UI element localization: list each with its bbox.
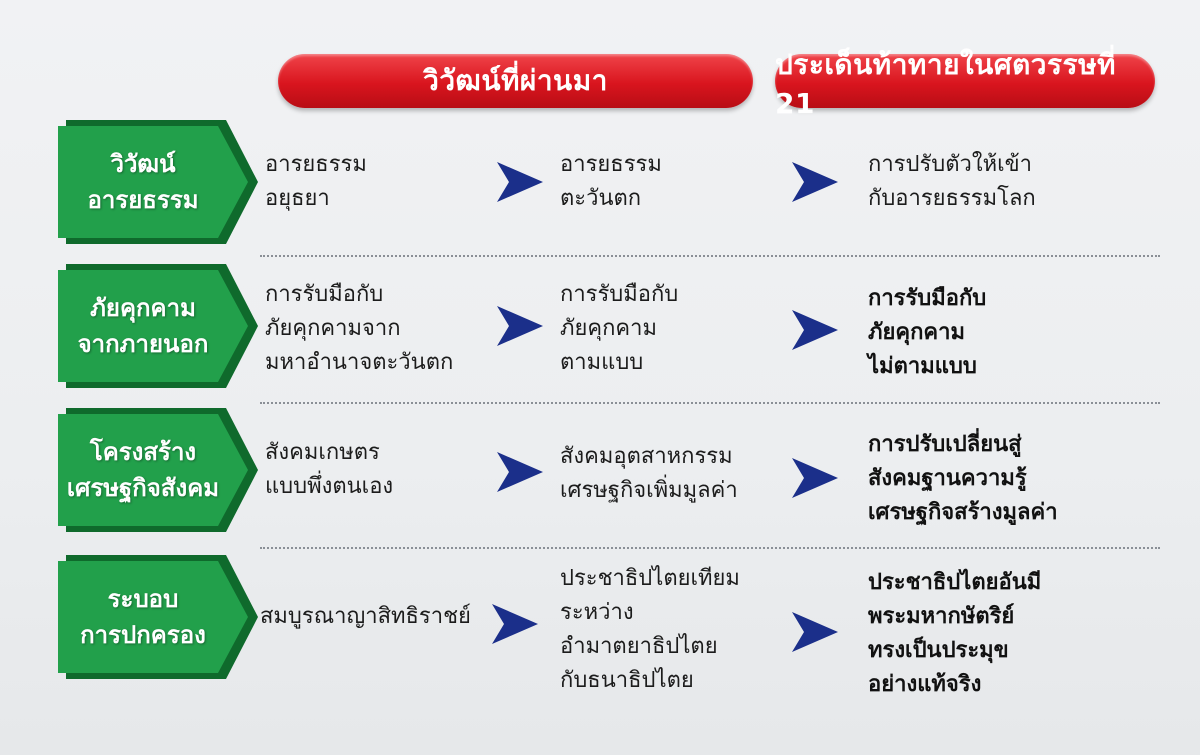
cell-line: กับธนาธิปไตย [560, 668, 694, 693]
green-arrow-tag-shape [58, 555, 258, 679]
cell-line: ภัยคุกคาม [560, 316, 658, 341]
cell-line: เศรษฐกิจสร้างมูลค่า [868, 500, 1058, 525]
header-challenge: ประเด็นท้าทายในศตวรรษที่ 21 [775, 48, 1155, 120]
row-label-line: จากภายนอก [77, 330, 209, 358]
row-label-line: ระบอบ [107, 585, 179, 613]
cell-line: แบบพึ่งตนเอง [265, 474, 394, 499]
row-divider [260, 402, 1160, 404]
arrow-right-icon [492, 604, 538, 644]
green-arrow-tag-shape [58, 264, 258, 388]
row-label-line: โครงสร้าง [89, 438, 197, 466]
cell-line: อย่างแท้จริง [868, 672, 982, 697]
cell-middle: อารยธรรม ตะวันตก [560, 148, 662, 216]
arrow-right-icon [497, 452, 543, 492]
cell-challenge: การปรับเปลี่ยนสู่ สังคมฐานความรู้ เศรษฐก… [868, 428, 1058, 530]
cell-line: การปรับตัวให้เข้า [868, 152, 1033, 177]
row-label-line: ภัยคุกคาม [90, 294, 196, 322]
cell-challenge: ประชาธิปไตยอันมี พระมหากษัตริย์ ทรงเป็นป… [868, 566, 1041, 702]
cell-line: สังคมอุตสาหกรรม [560, 444, 733, 469]
cell-line: ประชาธิปไตยเทียม [560, 566, 740, 591]
cell-line: เศรษฐกิจเพิ่มมูลค่า [560, 478, 738, 503]
row-label-civilization: วิวัฒน์ อารยธรรม [58, 120, 258, 244]
cell-line: อำมาตยาธิปไตย [560, 634, 718, 659]
cell-line: อยุธยา [265, 186, 330, 211]
cell-middle: สังคมอุตสาหกรรม เศรษฐกิจเพิ่มมูลค่า [560, 440, 738, 508]
cell-line: กับอารยธรรมโลก [868, 186, 1036, 211]
cell-line: ภัยคุกคามจาก [265, 316, 401, 341]
arrow-right-icon [792, 310, 838, 350]
cell-line: สมบูรณาญาสิทธิราชย์ [260, 604, 471, 629]
cell-line: ไม่ตามแบบ [868, 354, 977, 379]
cell-line: การปรับเปลี่ยนสู่ [868, 432, 1022, 457]
cell-line: สังคมเกษตร [265, 440, 380, 465]
cell-line: ตะวันตก [560, 186, 642, 211]
cell-line: ระหว่าง [560, 600, 634, 625]
cell-past: การรับมือกับ ภัยคุกคามจาก มหาอำนาจตะวันต… [265, 278, 453, 380]
cell-past: สังคมเกษตร แบบพึ่งตนเอง [265, 436, 393, 504]
cell-challenge: การปรับตัวให้เข้า กับอารยธรรมโลก [868, 148, 1036, 216]
row-divider [260, 255, 1160, 257]
cell-challenge: การรับมือกับ ภัยคุกคาม ไม่ตามแบบ [868, 282, 986, 384]
cell-line: การรับมือกับ [265, 282, 384, 307]
cell-line: มหาอำนาจตะวันตก [265, 350, 454, 375]
cell-middle: การรับมือกับ ภัยคุกคาม ตามแบบ [560, 278, 678, 380]
row-label-socioeconomic: โครงสร้าง เศรษฐกิจสังคม [58, 408, 258, 532]
cell-line: การรับมือกับ [868, 286, 987, 311]
cell-line: ตามแบบ [560, 350, 644, 375]
row-label-line: วิวัฒน์ [110, 150, 176, 178]
header-challenge-label: ประเด็นท้าทายในศตวรรษที่ 21 [775, 47, 1116, 120]
arrow-right-icon [792, 458, 838, 498]
row-label-line: อารยธรรม [87, 186, 199, 214]
header-evolution-label: วิวัฒน์ที่ผ่านมา [423, 64, 608, 97]
row-label-external-threat: ภัยคุกคาม จากภายนอก [58, 264, 258, 388]
arrow-right-icon [792, 162, 838, 202]
row-divider [260, 547, 1160, 549]
row-label-line: การปกครอง [80, 621, 206, 649]
arrow-right-icon [497, 306, 543, 346]
header-evolution: วิวัฒน์ที่ผ่านมา [278, 54, 753, 108]
cell-line: ประชาธิปไตยอันมี [868, 570, 1042, 595]
arrow-right-icon [792, 612, 838, 652]
green-arrow-tag-shape [58, 408, 258, 532]
cell-past: อารยธรรม อยุธยา [265, 148, 367, 216]
green-arrow-tag-shape [58, 120, 258, 244]
cell-line: ภัยคุกคาม [868, 320, 966, 345]
cell-line: อารยธรรม [265, 152, 367, 177]
cell-past: สมบูรณาญาสิทธิราชย์ [260, 600, 471, 634]
cell-middle: ประชาธิปไตยเทียม ระหว่าง อำมาตยาธิปไตย ก… [560, 562, 740, 698]
cell-line: สังคมฐานความรู้ [868, 466, 1027, 491]
row-label-government: ระบอบ การปกครอง [58, 555, 258, 679]
cell-line: อารยธรรม [560, 152, 662, 177]
cell-line: พระมหากษัตริย์ [868, 604, 1015, 629]
arrow-right-icon [497, 162, 543, 202]
cell-line: ทรงเป็นประมุข [868, 638, 1009, 663]
cell-line: การรับมือกับ [560, 282, 679, 307]
row-label-line: เศรษฐกิจสังคม [66, 474, 220, 502]
